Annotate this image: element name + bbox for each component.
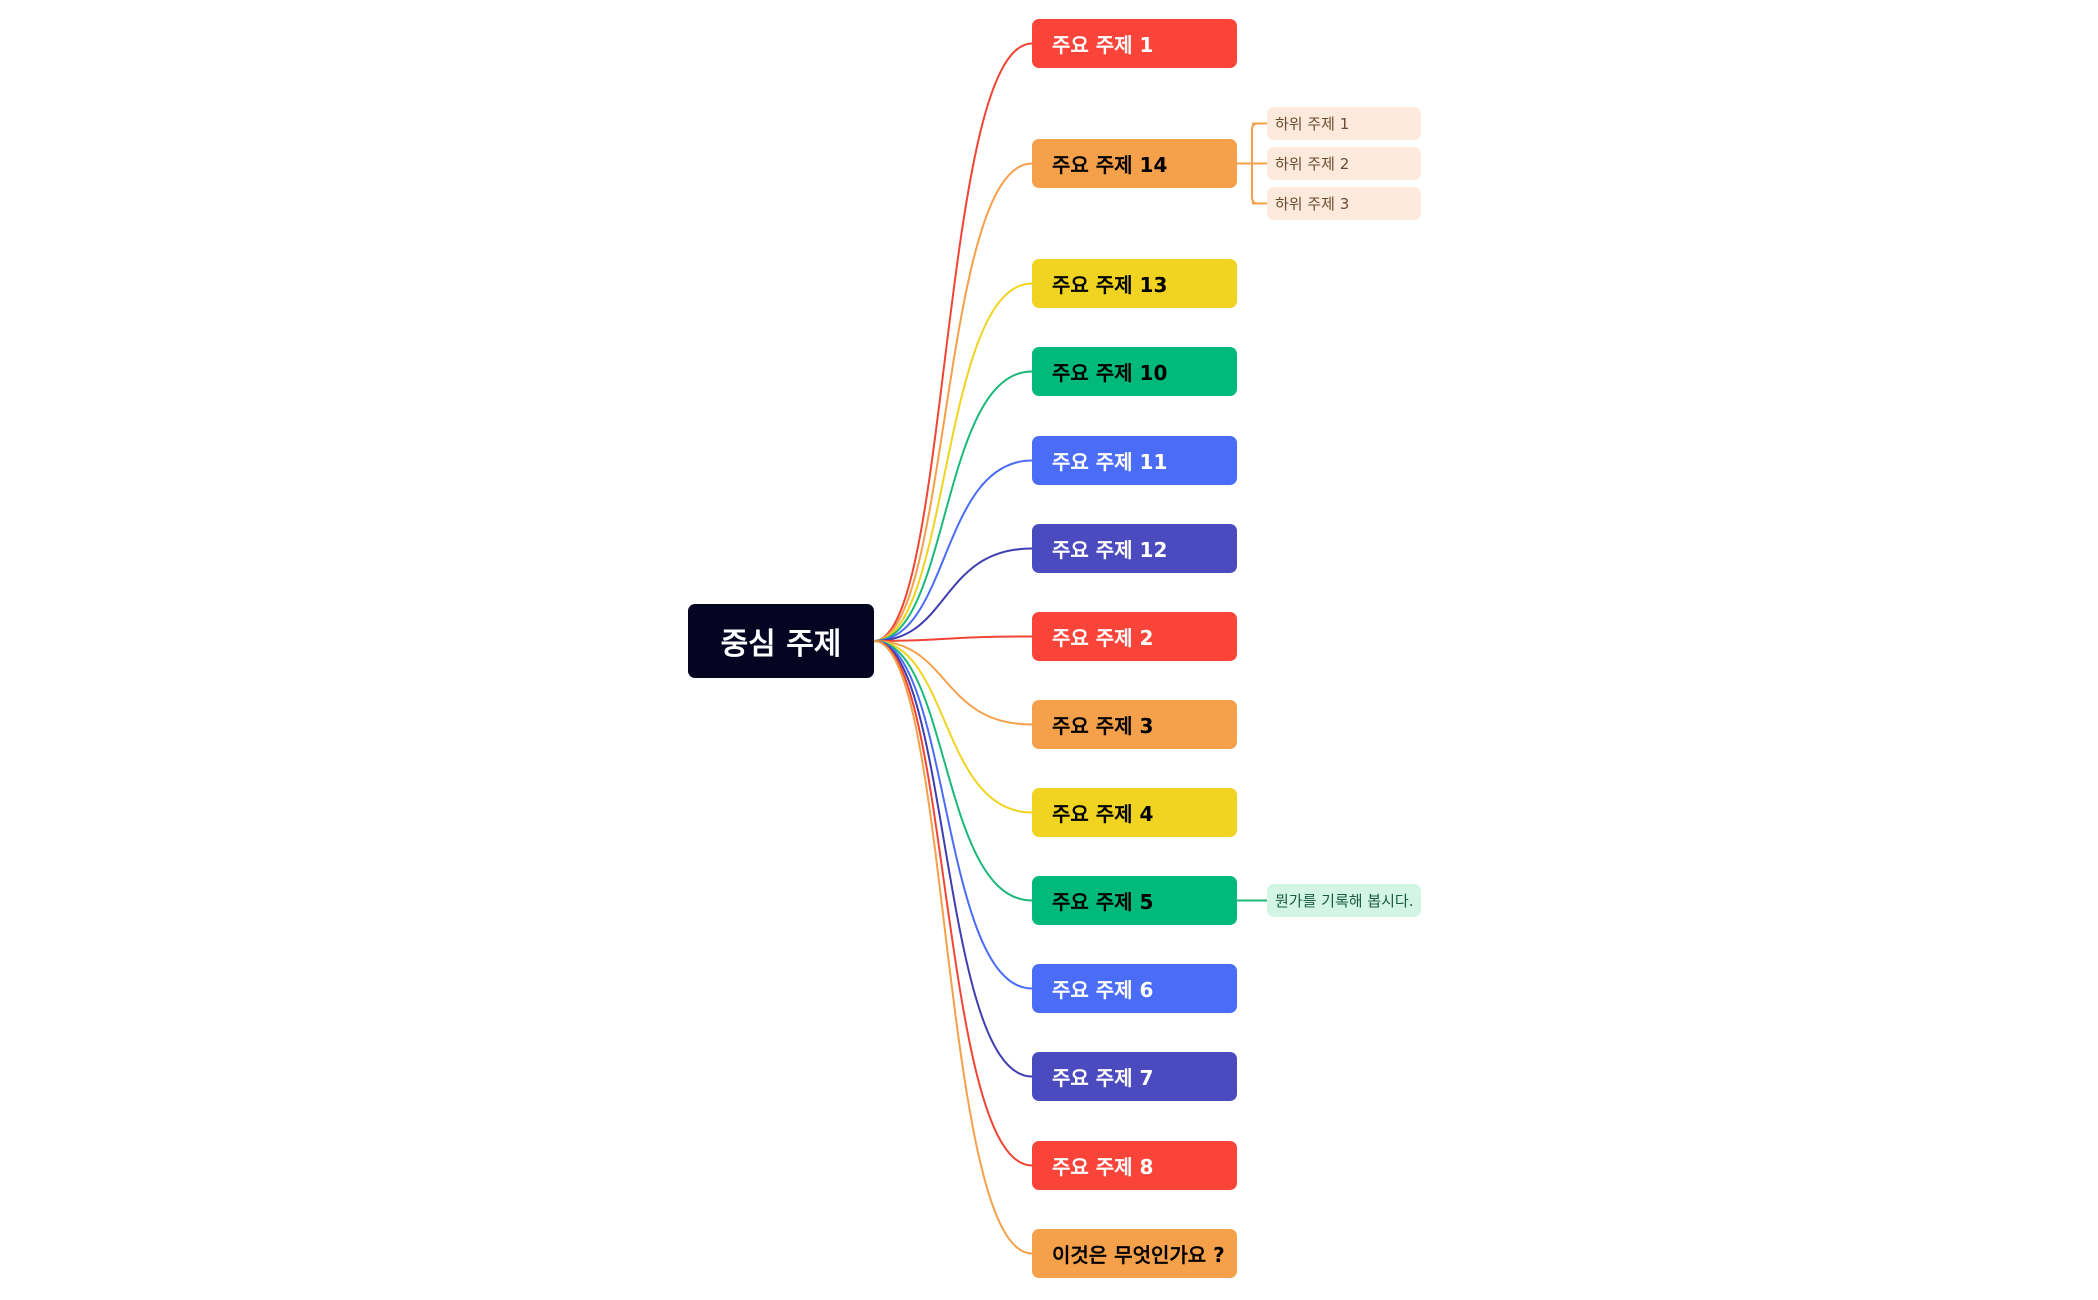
sub-topic-label: 뭔가를 기록해 봅시다.: [1275, 892, 1414, 910]
main-topic-2[interactable]: 주요 주제 2: [1032, 612, 1237, 661]
main-topic-label: 주요 주제 4: [1052, 802, 1154, 826]
main-topic-4[interactable]: 주요 주제 4: [1032, 788, 1237, 837]
main-topic-label: 주요 주제 7: [1052, 1066, 1154, 1090]
main-topic-10[interactable]: 주요 주제 10: [1032, 347, 1237, 396]
sub-topic-label: 하위 주제 2: [1275, 155, 1350, 173]
main-topic-3[interactable]: 주요 주제 3: [1032, 700, 1237, 749]
connector-topic-8: [873, 640, 1033, 1167]
main-topic-6[interactable]: 주요 주제 6: [1032, 964, 1237, 1013]
main-topic-question[interactable]: 이것은 무엇인가요 ?: [1032, 1229, 1237, 1278]
main-topic-label: 주요 주제 3: [1052, 714, 1154, 738]
main-topic-8[interactable]: 주요 주제 8: [1032, 1141, 1237, 1190]
sub-connector-topic-14-3: [1237, 162, 1267, 205]
main-topic-5[interactable]: 주요 주제 5: [1032, 876, 1237, 925]
connector-topic-10: [873, 370, 1033, 642]
connector-topic-5: [873, 640, 1033, 902]
connector-topic-question: [873, 640, 1033, 1255]
sub-topic-label: 하위 주제 1: [1275, 115, 1350, 133]
connector-topic-1: [873, 42, 1033, 642]
connector-topic-2: [873, 635, 1033, 642]
connector-topic-4: [873, 640, 1033, 814]
connector-topic-14: [873, 162, 1033, 642]
main-topic-label: 주요 주제 14: [1052, 153, 1168, 177]
main-topic-label: 주요 주제 6: [1052, 978, 1154, 1002]
main-topic-label: 주요 주제 10: [1052, 361, 1168, 385]
connector-topic-12: [873, 547, 1033, 642]
central-topic[interactable]: 중심 주제: [688, 604, 874, 678]
central-topic-label: 중심 주제: [720, 627, 842, 662]
sub-topic-topic-14-2[interactable]: 하위 주제 2: [1267, 147, 1421, 180]
main-topic-label: 주요 주제 2: [1052, 626, 1154, 650]
main-topic-14[interactable]: 주요 주제 14: [1032, 139, 1237, 188]
main-topic-label: 주요 주제 8: [1052, 1155, 1154, 1179]
main-topic-11[interactable]: 주요 주제 11: [1032, 436, 1237, 485]
main-topic-label: 주요 주제 13: [1052, 273, 1168, 297]
main-topic-label: 주요 주제 12: [1052, 538, 1168, 562]
sub-topic-label: 하위 주제 3: [1275, 195, 1350, 213]
main-topic-label: 주요 주제 1: [1052, 33, 1154, 57]
connector-topic-11: [873, 459, 1033, 642]
main-topic-7[interactable]: 주요 주제 7: [1032, 1052, 1237, 1101]
connector-topic-13: [873, 282, 1033, 642]
main-topic-label: 이것은 무엇인가요 ?: [1052, 1243, 1225, 1267]
connector-topic-6: [873, 640, 1033, 990]
connector-topic-3: [873, 640, 1033, 726]
main-topic-13[interactable]: 주요 주제 13: [1032, 259, 1237, 308]
main-topic-12[interactable]: 주요 주제 12: [1032, 524, 1237, 573]
connector-topic-7: [873, 640, 1033, 1078]
sub-topic-topic-14-3[interactable]: 하위 주제 3: [1267, 187, 1421, 220]
sub-topic-topic-14-1[interactable]: 하위 주제 1: [1267, 107, 1421, 140]
main-topic-label: 주요 주제 5: [1052, 890, 1154, 914]
main-topic-label: 주요 주제 11: [1052, 450, 1168, 474]
main-topic-1[interactable]: 주요 주제 1: [1032, 19, 1237, 68]
sub-topic-topic-5-1[interactable]: 뭔가를 기록해 봅시다.: [1267, 884, 1421, 917]
